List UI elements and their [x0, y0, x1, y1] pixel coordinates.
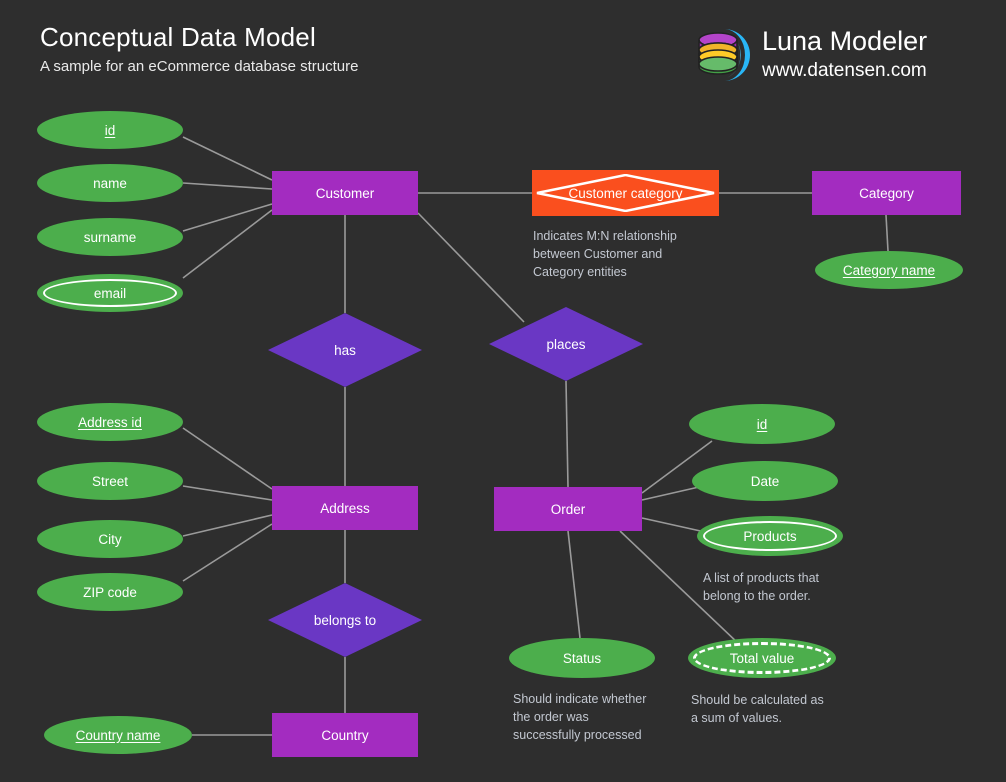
- relationship-places[interactable]: places: [489, 307, 643, 381]
- attribute-cat_name[interactable]: Category name: [815, 251, 963, 289]
- attribute-label: Category name: [842, 262, 936, 278]
- entity-label: Customer: [315, 185, 375, 201]
- link-ord-status: [567, 530, 581, 639]
- relationship-label: has: [334, 342, 356, 358]
- relationship-label: belongs to: [313, 612, 377, 628]
- page-subtitle: A sample for an eCommerce database struc…: [40, 58, 359, 75]
- attribute-label: id: [104, 122, 116, 138]
- entity-label: Order: [550, 501, 586, 517]
- link-addr-city: [182, 514, 273, 537]
- attribute-label: id: [756, 416, 768, 432]
- attribute-addr_city[interactable]: City: [37, 520, 183, 558]
- diamond-outline-icon: [536, 174, 715, 212]
- attribute-ord_id[interactable]: id: [689, 404, 835, 444]
- attribute-label: email: [93, 285, 127, 301]
- attribute-label: Products: [743, 528, 797, 544]
- associative-entity-label: Customer category: [568, 185, 683, 201]
- attribute-label: City: [98, 531, 122, 547]
- attribute-label: Status: [562, 650, 602, 666]
- attribute-label: Address id: [78, 414, 142, 430]
- brand-url: www.datensen.com: [762, 60, 927, 81]
- link-places-order: [565, 380, 569, 488]
- link-cust-email: [182, 209, 273, 279]
- link-ord-products: [641, 517, 706, 533]
- attribute-cust_id[interactable]: id: [37, 111, 183, 149]
- relationship-has[interactable]: has: [268, 313, 422, 387]
- link-addr-zip: [182, 523, 273, 582]
- attribute-ord_total[interactable]: Total value: [688, 638, 836, 678]
- attribute-addr_street[interactable]: Street: [37, 462, 183, 500]
- link-cat-catname: [885, 214, 889, 252]
- entity-address[interactable]: Address: [272, 486, 418, 530]
- link-addr-id: [182, 427, 273, 490]
- entity-country[interactable]: Country: [272, 713, 418, 757]
- luna-database-logo-icon: [694, 26, 752, 84]
- entity-label: Address: [320, 500, 370, 516]
- link-cust-name: [182, 182, 273, 190]
- attribute-cust_name[interactable]: name: [37, 164, 183, 202]
- entity-order[interactable]: Order: [494, 487, 642, 531]
- attribute-label: Street: [91, 473, 129, 489]
- attribute-addr_zip[interactable]: ZIP code: [37, 573, 183, 611]
- entity-label: Country: [321, 727, 369, 743]
- attribute-ord_date[interactable]: Date: [692, 461, 838, 501]
- attribute-cust_surname[interactable]: surname: [37, 218, 183, 256]
- relationship-belongs_to[interactable]: belongs to: [268, 583, 422, 657]
- link-addr-street: [182, 485, 273, 501]
- link-cust-places: [417, 212, 525, 323]
- associative-entity-customer_category[interactable]: Customer category: [532, 170, 719, 216]
- link-cust-id: [182, 136, 273, 181]
- attribute-label: name: [93, 175, 127, 191]
- attribute-ord_status[interactable]: Status: [509, 638, 655, 678]
- brand-name: Luna Modeler: [762, 26, 928, 56]
- note-note_cust_cat: Indicates M:N relationship between Custo…: [533, 229, 677, 279]
- note-note_products: A list of products that belong to the or…: [703, 571, 820, 603]
- entity-label: Category: [859, 185, 914, 201]
- entity-customer[interactable]: Customer: [272, 171, 418, 215]
- note-note_status: Should indicate whether the order was su…: [513, 692, 647, 742]
- relationship-label: places: [546, 336, 586, 352]
- link-ord-date: [641, 486, 700, 501]
- attribute-addr_id[interactable]: Address id: [37, 403, 183, 441]
- attribute-ctry_name[interactable]: Country name: [44, 716, 192, 754]
- attribute-label: Country name: [75, 727, 161, 743]
- attribute-cust_email[interactable]: email: [37, 274, 183, 312]
- attribute-label: surname: [83, 229, 137, 245]
- attribute-label: Total value: [729, 650, 795, 666]
- entity-category[interactable]: Category: [812, 171, 961, 215]
- attribute-label: ZIP code: [83, 584, 137, 600]
- note-note_total: Should be calculated as a sum of values.: [691, 693, 824, 725]
- page-title: Conceptual Data Model: [40, 22, 316, 52]
- attribute-label: Date: [750, 473, 780, 489]
- attribute-ord_products[interactable]: Products: [697, 516, 843, 556]
- link-cust-surname: [182, 203, 273, 232]
